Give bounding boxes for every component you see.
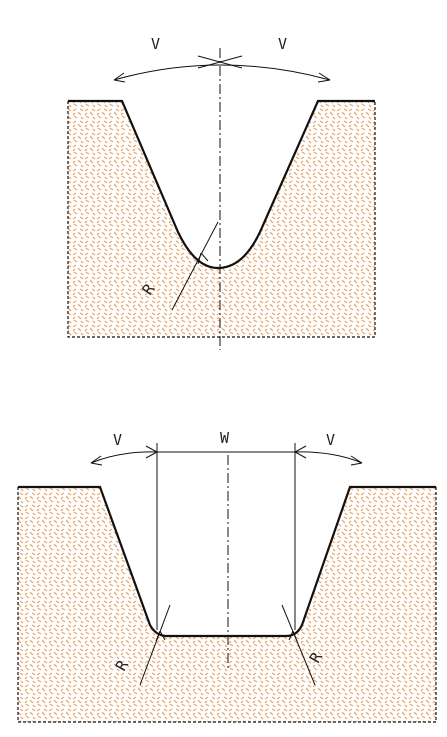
bottom-label-angle-left: V bbox=[113, 431, 122, 449]
top-arrow-center bbox=[197, 55, 243, 69]
top-arrow-right-end bbox=[317, 72, 331, 83]
bottom-radius-arrow-left bbox=[155, 630, 166, 642]
bottom-label-angle-right: V bbox=[326, 431, 335, 449]
top-radius-arrow bbox=[197, 252, 209, 265]
bottom-boundary-dashed bbox=[17, 487, 437, 723]
top-label-angle-left: V bbox=[151, 35, 160, 53]
bottom-arrow-left bbox=[90, 445, 159, 466]
top-material bbox=[68, 101, 375, 337]
bottom-radius-leader-right bbox=[281, 604, 316, 686]
top-angle-arc bbox=[113, 64, 331, 81]
top-figure: V V R bbox=[67, 35, 376, 350]
bottom-figure: V W V R R bbox=[17, 429, 437, 723]
bottom-material bbox=[18, 487, 436, 722]
bottom-groove-profile bbox=[18, 485, 436, 638]
top-boundary-dashed bbox=[67, 101, 376, 338]
top-radius-leader bbox=[171, 221, 219, 311]
bottom-arrow-right bbox=[293, 445, 363, 466]
top-arrow-left-start bbox=[113, 72, 126, 83]
bottom-angle-arc-left bbox=[90, 451, 158, 464]
top-label-angle-right: V bbox=[278, 35, 287, 53]
bottom-radius-leader-left bbox=[139, 604, 171, 686]
bottom-label-width: W bbox=[220, 429, 230, 447]
bottom-radius-arrow-right bbox=[288, 630, 298, 642]
top-groove-profile bbox=[68, 99, 375, 270]
bottom-angle-arc-right bbox=[294, 451, 363, 464]
